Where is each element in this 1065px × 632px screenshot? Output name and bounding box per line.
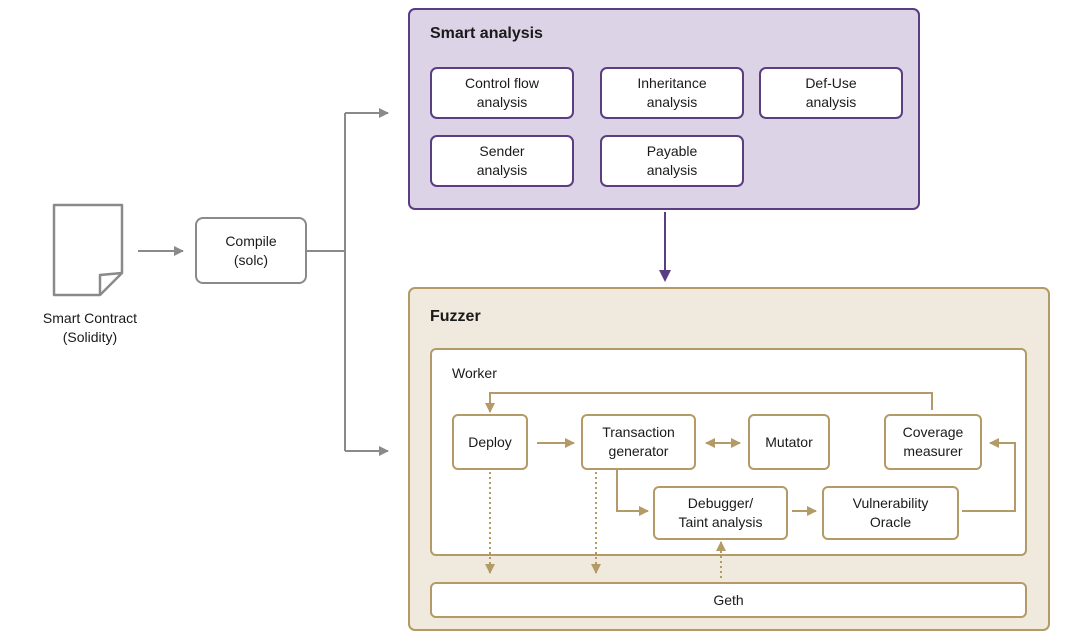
geth-box: Geth: [430, 582, 1027, 618]
deploy-box: Deploy: [452, 414, 528, 470]
sender-analysis-box: Sender analysis: [430, 135, 574, 187]
document-icon: [52, 203, 124, 297]
smart-analysis-title: Smart analysis: [430, 25, 543, 42]
vulnerability-oracle-box: Vulnerability Oracle: [822, 486, 959, 540]
fuzzer-title: Fuzzer: [430, 308, 481, 325]
worker-title: Worker: [452, 365, 497, 381]
def-use-analysis-box: Def-Use analysis: [759, 67, 903, 119]
compile-box: Compile (solc): [195, 217, 307, 284]
coverage-measurer-box: Coverage measurer: [884, 414, 982, 470]
source-label: Smart Contract (Solidity): [42, 310, 138, 345]
mutator-box: Mutator: [748, 414, 830, 470]
transaction-generator-box: Transaction generator: [581, 414, 696, 470]
control-flow-analysis-box: Control flow analysis: [430, 67, 574, 119]
inheritance-analysis-box: Inheritance analysis: [600, 67, 744, 119]
debugger-taint-analysis-box: Debugger/ Taint analysis: [653, 486, 788, 540]
payable-analysis-box: Payable analysis: [600, 135, 744, 187]
